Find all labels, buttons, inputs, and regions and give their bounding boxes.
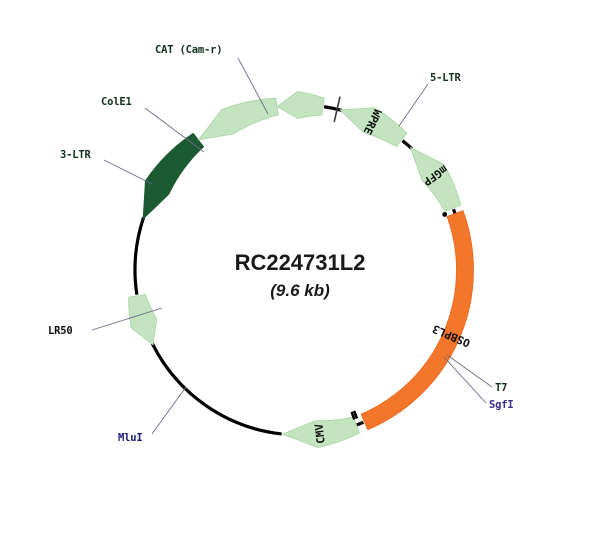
backbone-arc xyxy=(323,105,342,112)
label-lr50: LR50 xyxy=(48,325,73,337)
backbone-arc xyxy=(133,216,146,295)
label-cat-cam-r: CAT (Cam-r) xyxy=(155,44,222,56)
feature-arrow-cmv[interactable] xyxy=(281,416,360,449)
leader-line-cole1 xyxy=(144,107,205,153)
feature-arrow-3-ltr[interactable] xyxy=(276,91,325,119)
leader-line-t7 xyxy=(446,354,493,388)
leader-line-sgfi xyxy=(443,356,487,404)
feature-arrows xyxy=(128,91,474,449)
label-3-ltr: 3-LTR xyxy=(60,149,91,161)
feature-arrow-osbpl3[interactable] xyxy=(360,210,474,431)
plasmid-title: RC224731L2 xyxy=(235,250,366,275)
feature-arrow-cat-cam-r[interactable] xyxy=(142,132,205,221)
leader-line-cat-cam-r xyxy=(237,57,269,115)
leader-line-3-ltr xyxy=(103,159,153,185)
leader-line-5-ltr xyxy=(398,83,429,127)
leader-lines xyxy=(91,57,493,435)
backbone-arc xyxy=(150,342,282,436)
leader-line-mlui xyxy=(151,386,187,435)
restriction-sites xyxy=(333,96,448,420)
label-5-ltr: 5-LTR xyxy=(430,72,461,84)
site-tick-mlui[interactable] xyxy=(442,212,448,217)
feature-arrow-mgfp[interactable] xyxy=(409,146,462,212)
label-cole1: ColE1 xyxy=(101,96,132,108)
label-sgfi: SgfI xyxy=(489,399,514,411)
feature-arrow-cole1[interactable] xyxy=(197,97,279,141)
feature-inner-label: CMV xyxy=(312,423,327,445)
site-tick-sgfi[interactable] xyxy=(350,411,356,420)
leader-line-lr50 xyxy=(91,307,163,331)
site-tick-lr50[interactable] xyxy=(333,96,341,123)
feature-arrow-5-ltr[interactable] xyxy=(128,294,158,346)
label-mlui: MluI xyxy=(118,432,143,444)
label-t7: T7 xyxy=(495,382,507,394)
site-tick-t7[interactable] xyxy=(352,410,359,419)
feature-arrow-wpre[interactable] xyxy=(338,107,408,148)
plasmid-size-label: (9.6 kb) xyxy=(270,281,330,300)
